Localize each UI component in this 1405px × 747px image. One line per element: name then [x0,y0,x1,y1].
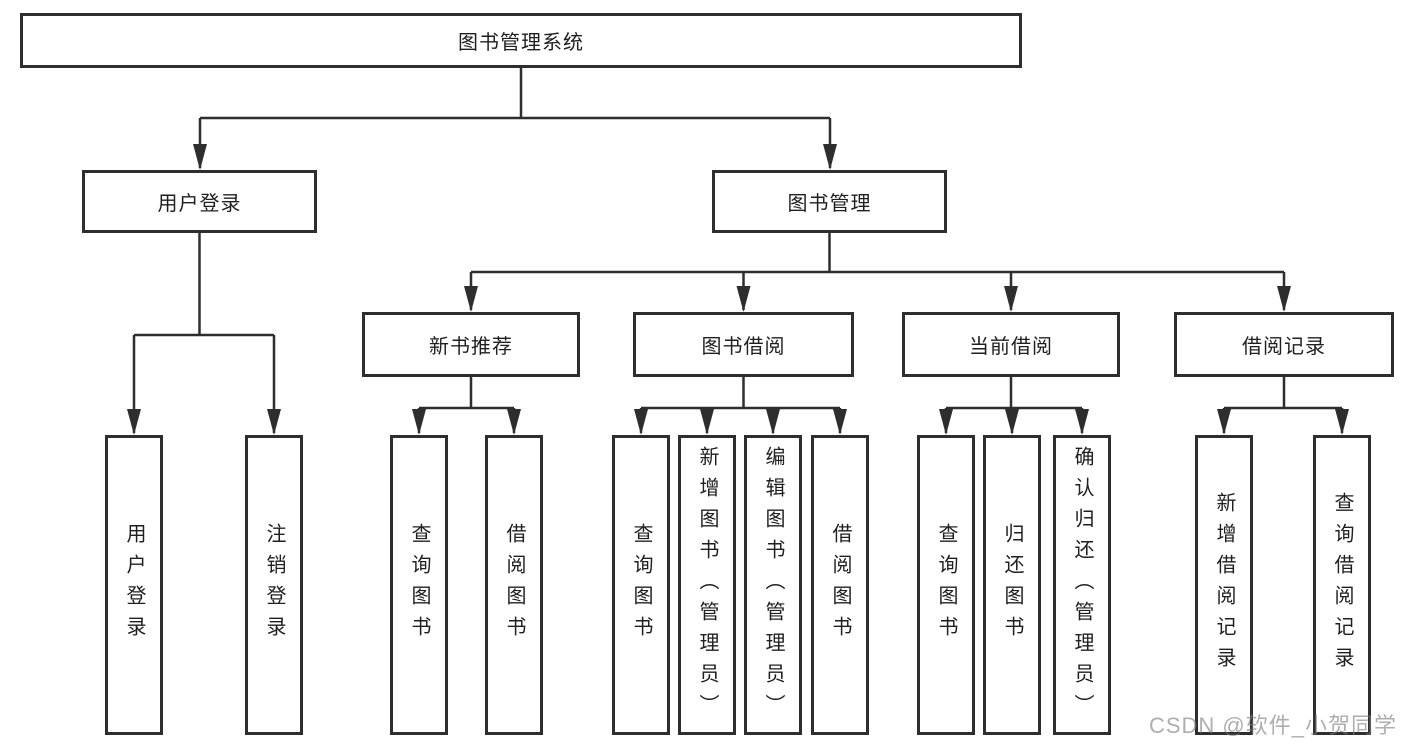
leaf-return-books-label: 归还图书 [1001,523,1023,647]
leaf-add-borrow-record-label: 新增借阅记录 [1213,492,1235,678]
node-user-login-label: 用户登录 [157,193,242,215]
leaf-add-books-admin: 新增图书（管理员） [678,435,736,735]
leaf-add-books-admin-label: 新增图书（管理员） [696,445,718,725]
leaf-add-borrow-record: 新增借阅记录 [1195,435,1253,735]
leaf-return-books: 归还图书 [983,435,1041,735]
leaf-borrow-books-recommend-label: 借阅图书 [503,523,525,647]
node-library-system-label: 图书管理系统 [458,32,584,54]
node-user-login: 用户登录 [82,170,317,233]
node-borrow-records: 借阅记录 [1174,312,1394,377]
leaf-confirm-return-admin: 确认归还（管理员） [1053,435,1111,735]
node-new-book-recommend: 新书推荐 [362,312,580,377]
leaf-query-borrow-record-label: 查询借阅记录 [1331,492,1353,678]
node-new-book-recommend-label: 新书推荐 [429,336,513,358]
leaf-edit-books-admin: 编辑图书（管理员） [744,435,802,735]
node-library-system: 图书管理系统 [20,13,1022,68]
node-book-management-label: 图书管理 [787,193,872,215]
csdn-watermark: CSDN @软件_小贺同学 [1148,713,1397,738]
node-book-borrow-label: 图书借阅 [701,336,786,358]
node-book-management: 图书管理 [712,170,947,233]
leaf-confirm-return-admin-label: 确认归还（管理员） [1071,445,1093,725]
leaf-borrow-books-recommend: 借阅图书 [485,435,543,735]
connector-strokes [132,68,1344,433]
node-book-borrow: 图书借阅 [633,312,854,377]
leaf-edit-books-admin-label: 编辑图书（管理员） [762,445,784,725]
leaf-query-books-current-label: 查询图书 [935,523,957,647]
leaf-query-books-borrow-label: 查询图书 [630,523,652,647]
leaf-user-login-label: 用户登录 [123,523,145,647]
node-current-borrow-label: 当前借阅 [969,336,1053,358]
leaf-query-books-recommend: 查询图书 [390,435,448,735]
node-borrow-records-label: 借阅记录 [1242,336,1326,358]
leaf-user-login: 用户登录 [105,435,163,735]
leaf-query-books-borrow: 查询图书 [612,435,670,735]
node-current-borrow: 当前借阅 [902,312,1120,377]
leaf-logout-label: 注销登录 [263,523,285,647]
leaf-borrow-books: 借阅图书 [811,435,869,735]
leaf-borrow-books-label: 借阅图书 [829,523,851,647]
leaf-query-books-current: 查询图书 [917,435,975,735]
leaf-query-borrow-record: 查询借阅记录 [1313,435,1371,735]
leaf-logout: 注销登录 [245,435,303,735]
arrowheads [127,144,1349,435]
leaf-query-books-recommend-label: 查询图书 [408,523,430,647]
